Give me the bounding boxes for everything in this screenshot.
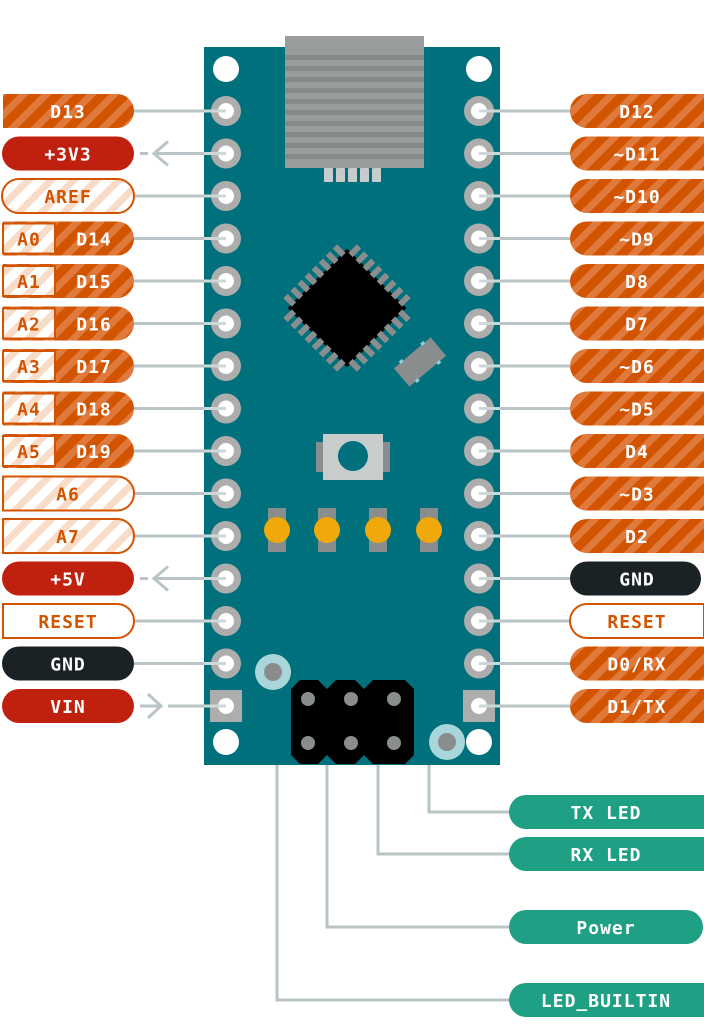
- left-pin-d15: A1 D15: [2, 264, 134, 298]
- arrow-in-icon: [146, 692, 164, 720]
- right-pin--d9: ~D9: [570, 221, 704, 256]
- right-pin--d6: ~D6: [570, 349, 704, 383]
- pin-label: ~D5: [619, 400, 655, 421]
- pin-pads: [204, 96, 500, 722]
- led-label-text: LED_BUILTIN: [541, 991, 671, 1012]
- via: [264, 663, 282, 681]
- onboard-leds: [264, 508, 442, 552]
- pin-label: +5V: [50, 570, 86, 591]
- left-pin-reset: RESET: [2, 603, 135, 639]
- mounting-hole: [213, 729, 239, 755]
- onboard-led: [416, 517, 442, 543]
- right-pin-d0-rx: D0/RX: [570, 646, 704, 681]
- mounting-hole: [213, 56, 239, 82]
- pin-label: ~D6: [619, 357, 655, 378]
- left-pin-vin: VIN: [2, 689, 134, 723]
- led-label-text: Power: [576, 918, 635, 939]
- pin-label: D0/RX: [607, 655, 666, 676]
- left-pin-d13: D13: [3, 94, 134, 128]
- led-label-led-builtin: LED_BUILTIN: [509, 983, 704, 1017]
- pin-label: VIN: [50, 697, 86, 718]
- pin-label: D14: [76, 230, 112, 251]
- pin-label: AREF: [44, 187, 91, 208]
- via: [438, 733, 456, 751]
- pin-label: D1/TX: [607, 697, 666, 718]
- analog-label: A4: [17, 400, 41, 421]
- left-pin-d17: A3 D17: [2, 349, 134, 383]
- mounting-hole: [466, 56, 492, 82]
- pin-label: RESET: [607, 612, 666, 633]
- left-pin-a6: A6: [2, 475, 135, 512]
- pin-label: +3V3: [44, 145, 91, 166]
- pin-label: GND: [619, 570, 655, 591]
- left-pin--3v3: +3V3: [1, 136, 134, 171]
- pin-label: ~D10: [613, 187, 660, 208]
- left-pin-d16: A2 D16: [2, 306, 134, 341]
- onboard-led: [365, 517, 391, 543]
- pin-label: D8: [625, 272, 649, 293]
- led-label-power: Power: [509, 910, 703, 944]
- led-label-text: TX LED: [570, 803, 641, 824]
- right-pin--d3: ~D3: [570, 476, 704, 511]
- led-label-tx-led: TX LED: [509, 795, 704, 829]
- pin-label: ~D11: [613, 145, 660, 166]
- right-pin-d8: D8: [570, 264, 704, 298]
- left-pin-gnd: GND: [1, 646, 134, 681]
- pin-label: D4: [625, 442, 649, 463]
- analog-label: A2: [17, 315, 41, 336]
- analog-label: A3: [17, 357, 41, 378]
- pin-label: D18: [76, 400, 112, 421]
- right-pin--d5: ~D5: [570, 391, 704, 426]
- right-pin--d10: ~D10: [570, 179, 704, 213]
- left-pin-d18: A4 D18: [2, 391, 134, 426]
- right-pin-d4: D4: [570, 434, 704, 468]
- left-pin-d14: A0 D14: [2, 221, 134, 256]
- led-label-rx-led: RX LED: [509, 837, 704, 871]
- analog-label: A0: [17, 230, 41, 251]
- pin-label: D19: [76, 442, 112, 463]
- pin-label: D2: [625, 527, 649, 548]
- reset-button[interactable]: [316, 434, 390, 480]
- right-pin--d11: ~D11: [570, 136, 704, 171]
- pin-label: D13: [50, 102, 86, 123]
- onboard-led: [314, 517, 340, 543]
- pin-label: ~D3: [619, 485, 655, 506]
- arduino-nano-board: [204, 36, 500, 765]
- crystal-oscillator: [393, 337, 447, 387]
- pin-label: D17: [76, 357, 112, 378]
- left-pin--5v: +5V: [1, 561, 134, 596]
- analog-label: A5: [17, 442, 41, 463]
- right-pin-d7: D7: [570, 306, 704, 341]
- pin-label: D12: [619, 102, 655, 123]
- analog-label: A1: [17, 272, 41, 293]
- pin-label: ~D9: [619, 230, 655, 251]
- pin-label: A7: [56, 527, 80, 548]
- left-pin-aref: AREF: [1, 178, 135, 214]
- mounting-hole: [466, 729, 492, 755]
- pin-label: RESET: [38, 612, 97, 633]
- right-pin-d1-tx: D1/TX: [570, 689, 704, 723]
- left-pin-a7: A7: [2, 518, 135, 554]
- icsp-header: [291, 680, 414, 764]
- pin-label: D15: [76, 272, 112, 293]
- pin-label: D7: [625, 315, 649, 336]
- right-pin-d12: D12: [570, 94, 704, 128]
- led-label-text: RX LED: [570, 845, 641, 866]
- usb-connector: [285, 36, 424, 182]
- pin-label: D16: [76, 315, 112, 336]
- right-pin-gnd: GND: [570, 561, 701, 596]
- right-pin-d2: D2: [570, 519, 704, 553]
- pin-label: GND: [50, 655, 86, 676]
- left-pin-d19: A5 D19: [2, 434, 134, 468]
- pin-label: A6: [56, 485, 80, 506]
- onboard-led: [264, 517, 290, 543]
- right-pin-reset: RESET: [569, 603, 704, 639]
